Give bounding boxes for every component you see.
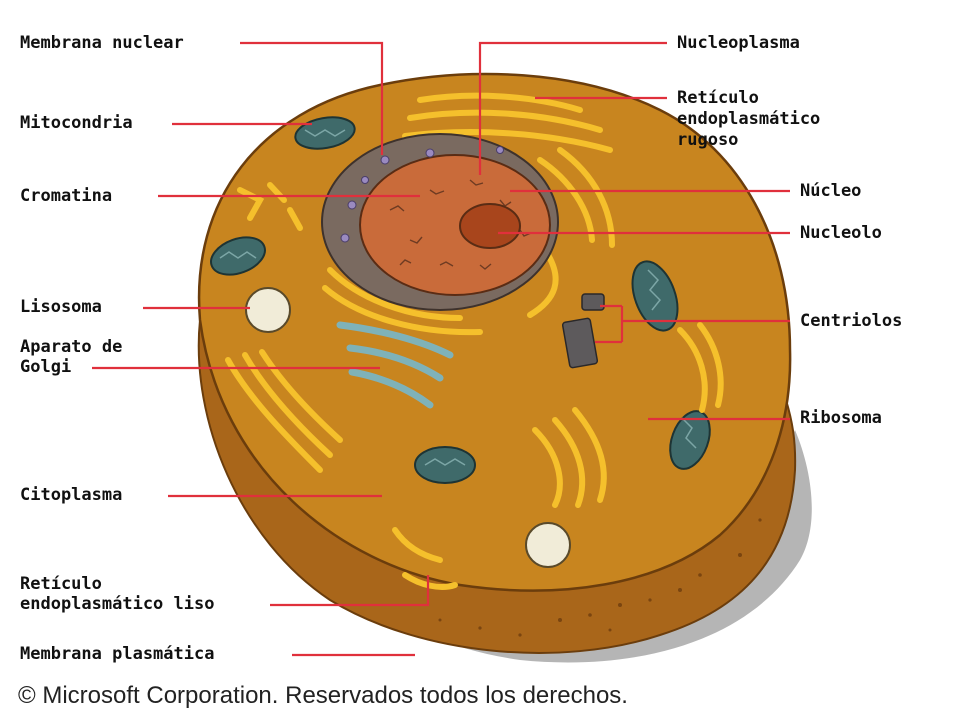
label-nucleolo: Nucleolo <box>800 223 882 243</box>
leader-lines <box>92 41 790 657</box>
label-ribosoma: Ribosoma <box>800 408 882 428</box>
copyright-notice: © Microsoft Corporation. Reservados todo… <box>18 682 628 709</box>
nucleoplasm <box>359 154 551 296</box>
label-cromatina: Cromatina <box>20 186 113 206</box>
label-rer-line2: endoplasmático <box>677 109 821 129</box>
leader-rel <box>270 575 430 607</box>
label-membrana-plasmatica: Membrana plasmática <box>20 644 215 664</box>
lysosomes <box>245 287 571 568</box>
label-nucleo: Núcleo <box>800 181 862 201</box>
label-rer-line3: rugoso <box>677 130 739 150</box>
leader-membrana-nuclear <box>240 41 384 155</box>
leader-nucleoplasma <box>478 41 667 175</box>
label-nucleoplasma: Nucleoplasma <box>677 33 800 53</box>
label-mitocondria: Mitocondria <box>20 113 133 133</box>
label-membrana-nuclear: Membrana nuclear <box>20 33 184 53</box>
label-rel-line1: Retículo <box>20 574 102 594</box>
centrioles <box>561 293 605 369</box>
label-rel-line2: endoplasmático liso <box>20 594 215 614</box>
rough-er <box>322 92 615 336</box>
nuclear-pores <box>340 146 504 243</box>
mitochondria-cristae <box>219 129 697 466</box>
label-golgi-line2: Golgi <box>20 357 72 377</box>
golgi <box>336 321 454 409</box>
label-citoplasma: Citoplasma <box>20 485 123 505</box>
label-centriolos: Centriolos <box>800 311 903 331</box>
membrane-texture <box>438 518 762 637</box>
label-golgi-line1: Aparato de <box>20 337 123 357</box>
label-lisosoma: Lisosoma <box>20 297 102 317</box>
leader-centriolos-bracket <box>595 304 624 344</box>
label-rer-line1: Retículo <box>677 88 759 108</box>
nucleolus <box>459 203 521 249</box>
